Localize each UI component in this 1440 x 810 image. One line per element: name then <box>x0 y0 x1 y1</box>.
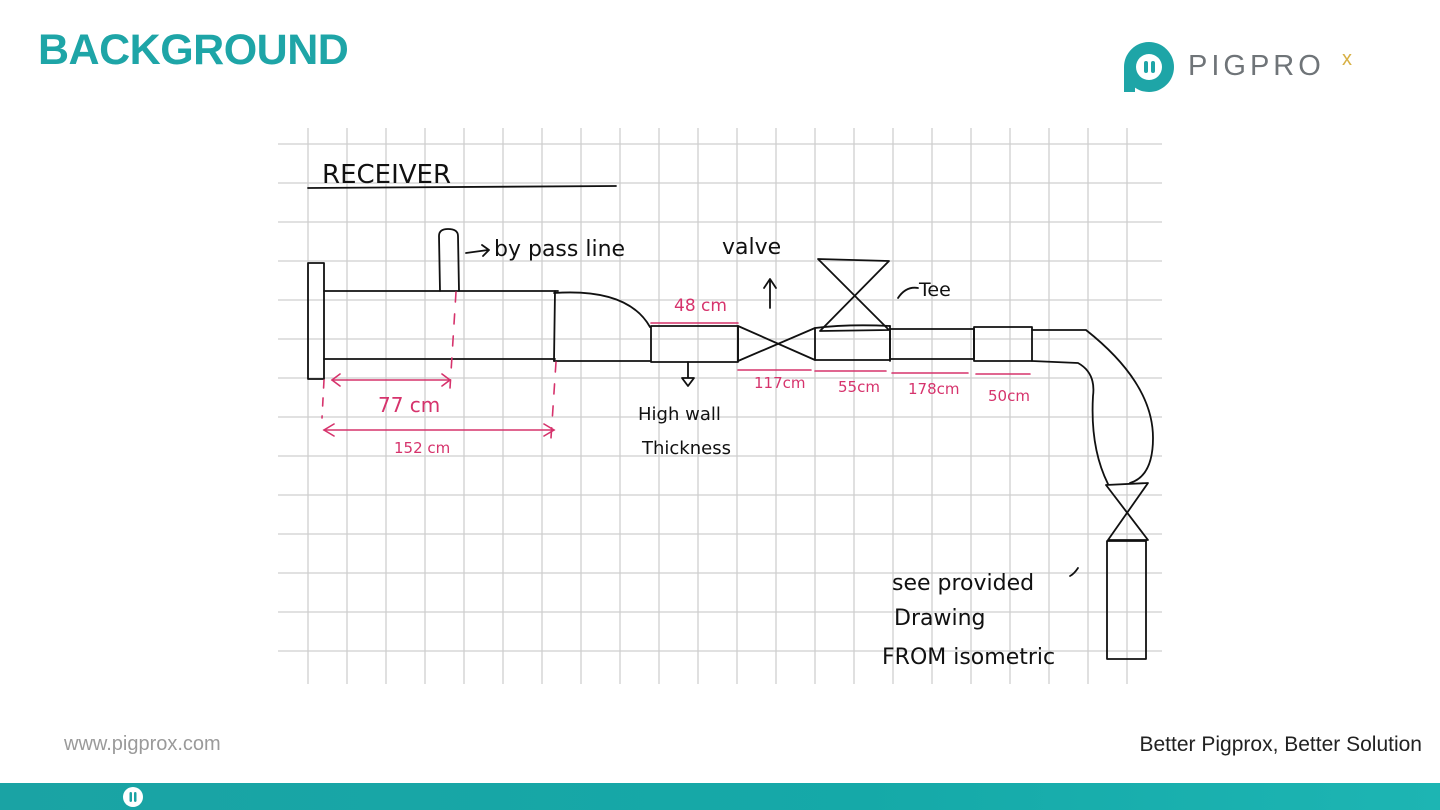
logo-wordmark: PIGPRO <box>1188 50 1325 82</box>
label-thickness: Thickness <box>641 438 731 459</box>
label-high-wall: High wall <box>638 404 721 425</box>
elbow-inner <box>1031 360 1109 485</box>
slide-title: BACKGROUND <box>38 26 349 74</box>
tee-arrow <box>897 286 919 299</box>
high-wall-arrow <box>681 361 695 387</box>
dim-48: 48 cm <box>674 296 727 316</box>
dim-77: 77 cm <box>378 393 440 417</box>
valve-operator <box>817 258 890 332</box>
logo-x-mark: x <box>1342 48 1352 70</box>
label-bypass: by pass line <box>494 237 625 262</box>
spool-section <box>973 326 1033 362</box>
dimension-labels: 77 cm 152 cm 48 cm 117cm 55cm 178cm 50cm <box>378 296 1030 457</box>
dim-178: 178cm <box>908 380 960 398</box>
dimension-lines <box>321 291 1031 439</box>
neck-pipe <box>650 325 739 363</box>
grid-paper <box>278 128 1162 684</box>
pipe-sketch <box>307 185 1154 660</box>
label-valve: valve <box>722 235 781 260</box>
pigprox-mini-icon <box>123 787 143 807</box>
handwritten-labels: RECEIVER by pass line valve Tee High wal… <box>322 160 1055 670</box>
bypass-line <box>438 228 460 292</box>
vertical-pipe <box>1106 540 1147 660</box>
pipe-top <box>814 324 891 329</box>
elbow-outer <box>1031 329 1154 484</box>
dim-50: 50cm <box>988 387 1030 405</box>
footer-url: www.pigprox.com <box>64 733 221 755</box>
label-note-line-3: FROM isometric <box>882 645 1055 670</box>
dim-117: 117cm <box>754 374 806 392</box>
dim-55: 55cm <box>838 378 880 396</box>
bypass-arrow <box>465 244 490 257</box>
valve-arrow <box>763 278 777 309</box>
pigprox-logo-icon <box>1124 42 1174 92</box>
lower-valve <box>1105 482 1149 541</box>
bottom-bar <box>0 783 1440 810</box>
footer-tagline: Better Pigprox, Better Solution <box>1139 733 1423 756</box>
label-tee: Tee <box>918 279 951 301</box>
label-note-line-2: Drawing <box>894 606 985 631</box>
label-receiver: RECEIVER <box>322 160 451 190</box>
pigprox-logo: PIGPRO x <box>1120 38 1370 96</box>
reducer-curve <box>553 291 651 328</box>
receiver-sketch: RECEIVER by pass line valve Tee High wal… <box>278 128 1162 684</box>
dim-152: 152 cm <box>394 439 450 457</box>
receiver-underline <box>307 185 617 189</box>
label-note-line-1: see provided <box>892 571 1034 596</box>
end-closure <box>307 262 325 380</box>
reducer-left <box>553 290 556 362</box>
note-arrow <box>1069 567 1079 577</box>
